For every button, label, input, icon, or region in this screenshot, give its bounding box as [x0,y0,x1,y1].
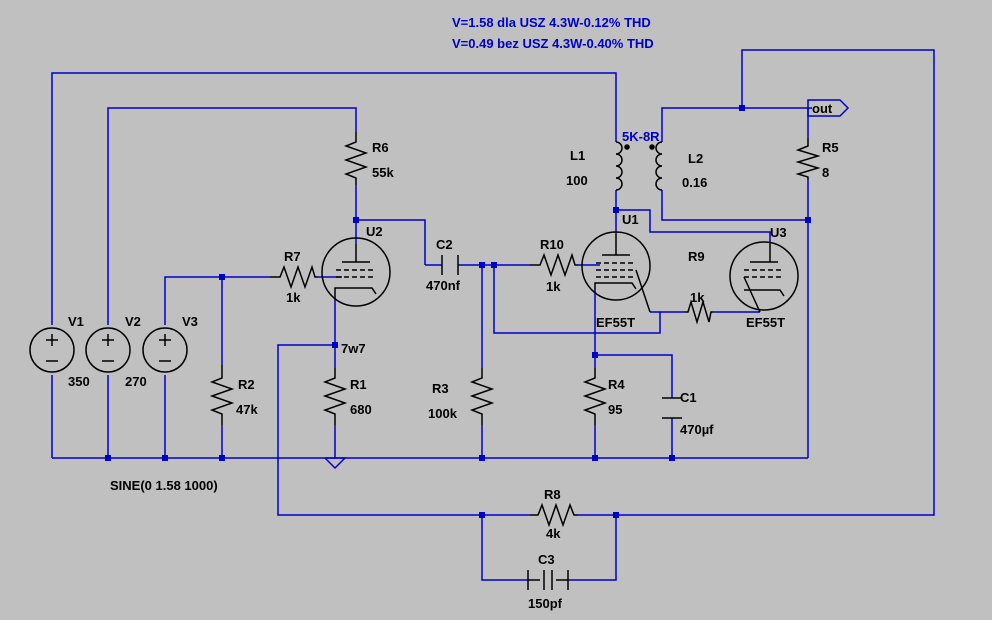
resistor-r2 [209,365,235,425]
resistor-r6 [343,132,369,185]
r1-name: R1 [350,377,367,392]
u1-name: U1 [622,212,639,227]
v3-name: V3 [182,314,198,329]
voltage-source-v3 [142,327,188,373]
r10-name: R10 [540,237,564,252]
voltage-source-v2 [85,327,131,373]
r2-name: R2 [238,377,255,392]
l1-name: L1 [570,148,585,163]
tube-u1 [581,231,651,313]
capacitor-c3 [527,570,569,590]
r9-name: R9 [688,249,705,264]
r5-value: 8 [822,165,829,180]
v2-value: 270 [125,374,147,389]
u3-model: EF55T [746,315,785,330]
v1-name: V1 [68,314,84,329]
resistor-r10 [530,252,578,278]
u1-model: EF55T [596,315,635,330]
v1-value: 350 [68,374,90,389]
resistor-r3 [469,368,495,425]
c2-name: C2 [436,237,453,252]
inductor-l1 [615,141,623,191]
r1-value: 680 [350,402,372,417]
r5-name: R5 [822,140,839,155]
voltage-source-v1 [29,327,75,373]
resistor-r5 [795,138,821,180]
l2-name: L2 [688,151,703,166]
v2-name: V2 [125,314,141,329]
wires [51,49,935,581]
resistor-r7 [270,264,318,290]
resistor-r9 [685,299,713,325]
c2-value: 470nf [426,278,461,293]
note-line-2: V=0.49 bez USZ 4.3W-0.40% THD [452,36,654,51]
c3-value: 150pf [528,596,563,611]
r6-value: 55k [372,165,394,180]
u2-name: U2 [366,224,383,239]
r3-value: 100k [428,406,458,421]
feedback-node-label: 7w7 [341,341,366,356]
r10-value: 1k [546,279,561,294]
capacitor-c1 [662,397,682,419]
r6-name: R6 [372,140,389,155]
inductor-l2 [655,141,663,191]
l2-value: 0.16 [682,175,707,190]
labels: V=1.58 dla USZ 4.3W-0.12% THD V=0.49 bez… [68,15,839,611]
r3-name: R3 [432,381,449,396]
capacitor-c2 [441,255,459,275]
r7-value: 1k [286,290,301,305]
r7-name: R7 [284,249,301,264]
output-label: out [812,101,833,116]
output-flag: out [807,99,850,117]
note-line-1: V=1.58 dla USZ 4.3W-0.12% THD [452,15,651,30]
r4-name: R4 [608,377,625,392]
r9-value: 1k [690,290,705,305]
r4-value: 95 [608,402,622,417]
l1-value: 100 [566,173,588,188]
r8-value: 4k [546,526,561,541]
r2-value: 47k [236,402,258,417]
v3-spec: SINE(0 1.58 1000) [110,478,218,493]
resistor-r1 [322,368,348,425]
tube-u2 [321,237,391,307]
c1-name: C1 [680,390,697,405]
c3-name: C3 [538,552,555,567]
u3-name: U3 [770,225,787,240]
r8-name: R8 [544,487,561,502]
junctions [105,105,811,518]
resistor-r8 [530,502,578,528]
ground-symbol [324,457,346,469]
resistor-r4 [582,368,608,425]
c1-value: 470µf [680,422,714,437]
tube-u3 [729,241,799,313]
transformer-label: 5K-8R [622,129,660,144]
